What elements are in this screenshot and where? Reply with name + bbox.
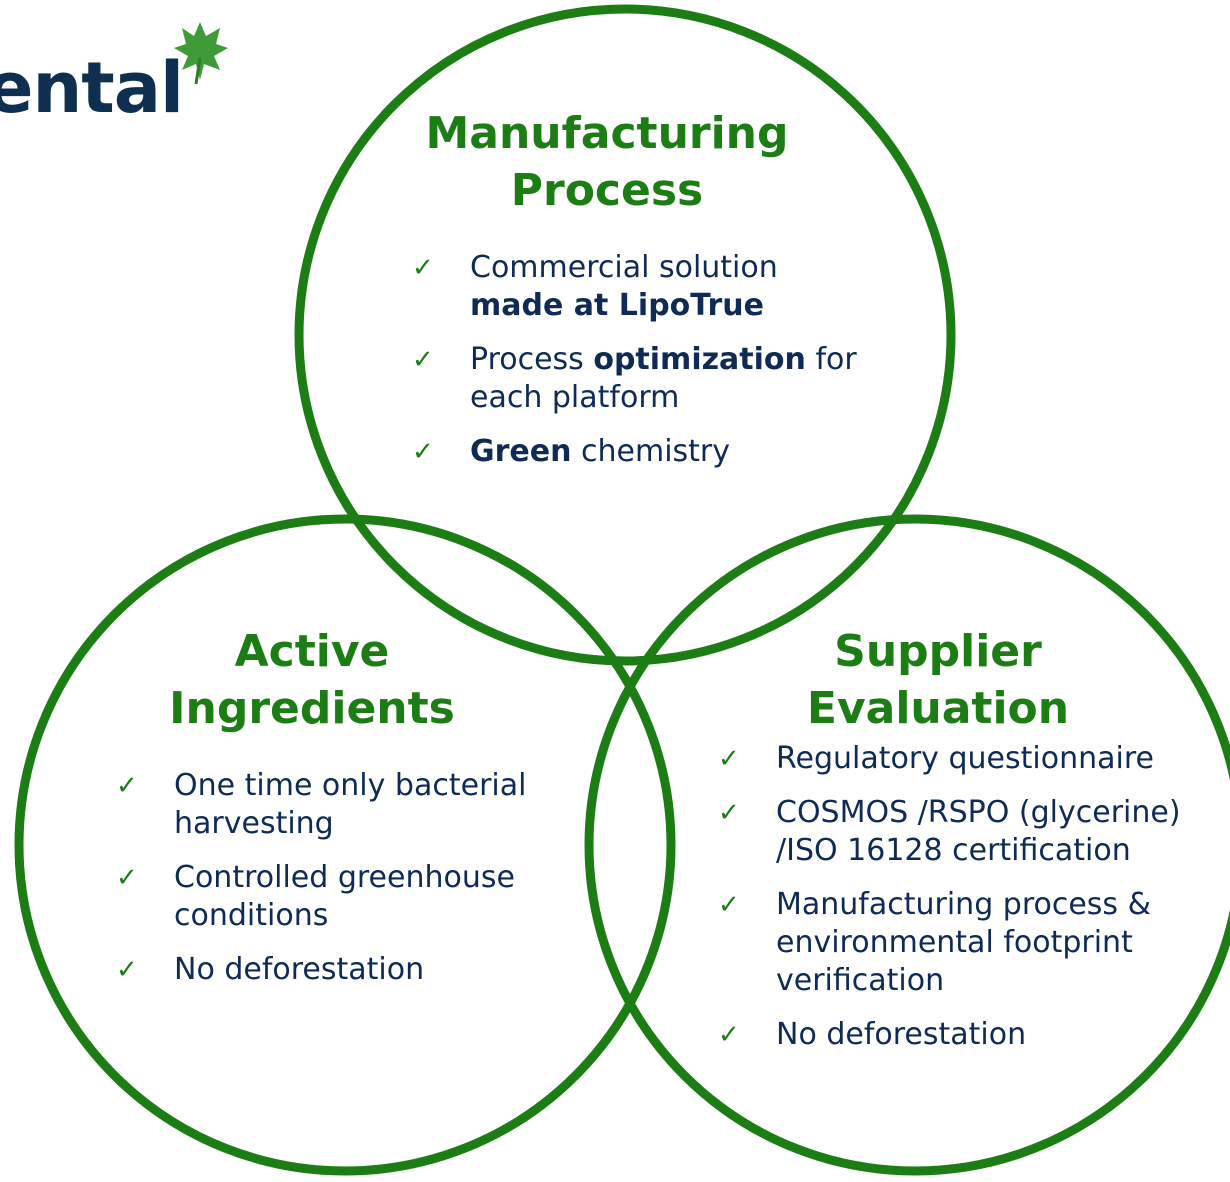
- item-text-bold: optimization: [593, 342, 806, 377]
- active-title-line2: Ingredients: [169, 683, 455, 734]
- item-text-bold: made at LipoTrue: [470, 288, 764, 323]
- supplier-title-line1: Supplier: [834, 626, 1042, 677]
- check-icon: ✓: [116, 863, 138, 893]
- circle-manufacturing: [294, 4, 956, 666]
- circle-supplier-evaluation: [584, 514, 1230, 1176]
- item-text: Regulatory questionnaire: [776, 741, 1154, 776]
- check-icon: ✓: [412, 253, 434, 283]
- check-icon: ✓: [412, 345, 434, 375]
- manufacturing-title: Manufacturing Process: [407, 105, 807, 219]
- item-text: Process: [470, 342, 594, 377]
- active-title-line1: Active: [234, 626, 390, 677]
- supplier-title: Supplier Evaluation: [738, 623, 1138, 737]
- check-icon: ✓: [116, 771, 138, 801]
- list-item: ✓ No deforestation: [718, 1016, 1218, 1054]
- item-text: No deforestation: [776, 1017, 1027, 1052]
- list-item: ✓ One time only bacterial harvesting: [116, 767, 566, 843]
- manufacturing-list: ✓ Commercial solution made at LipoTrue ✓…: [412, 249, 882, 487]
- list-item: ✓ Green chemistry: [412, 433, 882, 471]
- list-item: ✓ Commercial solution made at LipoTrue: [412, 249, 882, 325]
- active-title: Active Ingredients: [112, 623, 512, 737]
- item-text-bold: Green: [470, 434, 572, 469]
- manufacturing-title-line2: Process: [510, 165, 704, 216]
- supplier-title-line2: Evaluation: [806, 683, 1070, 734]
- item-text: Controlled greenhouse conditions: [174, 860, 515, 933]
- item-text: COSMOS /RSPO (glycerine) /ISO 16128 cert…: [776, 795, 1181, 868]
- leaf-icon: [174, 22, 228, 85]
- list-item: ✓ Process optimization for each platform: [412, 341, 882, 417]
- item-text: Manufacturing process & environmental fo…: [776, 887, 1151, 998]
- company-logo: ental: [0, 18, 240, 128]
- check-icon: ✓: [412, 437, 434, 467]
- item-text: for each platform: [470, 342, 857, 415]
- active-list: ✓ One time only bacterial harvesting ✓ C…: [116, 767, 566, 1005]
- item-text: One time only bacterial harvesting: [174, 768, 527, 841]
- list-item: ✓ Regulatory questionnaire: [718, 740, 1218, 778]
- check-icon: ✓: [718, 890, 740, 920]
- check-icon: ✓: [718, 798, 740, 828]
- list-item: ✓ Manufacturing process & environmental …: [718, 886, 1218, 1000]
- item-text: No deforestation: [174, 952, 425, 987]
- circle-active-ingredients: [14, 514, 676, 1176]
- list-item: ✓ COSMOS /RSPO (glycerine) /ISO 16128 ce…: [718, 794, 1218, 870]
- supplier-list: ✓ Regulatory questionnaire ✓ COSMOS /RSP…: [718, 740, 1218, 1070]
- logo-text: ental: [0, 47, 184, 129]
- item-text: Commercial solution: [470, 250, 778, 285]
- check-icon: ✓: [718, 1020, 740, 1050]
- manufacturing-title-line1: Manufacturing: [425, 108, 789, 159]
- list-item: ✓ No deforestation: [116, 951, 566, 989]
- check-icon: ✓: [718, 744, 740, 774]
- item-text: chemistry: [571, 434, 731, 469]
- check-icon: ✓: [116, 955, 138, 985]
- list-item: ✓ Controlled greenhouse conditions: [116, 859, 566, 935]
